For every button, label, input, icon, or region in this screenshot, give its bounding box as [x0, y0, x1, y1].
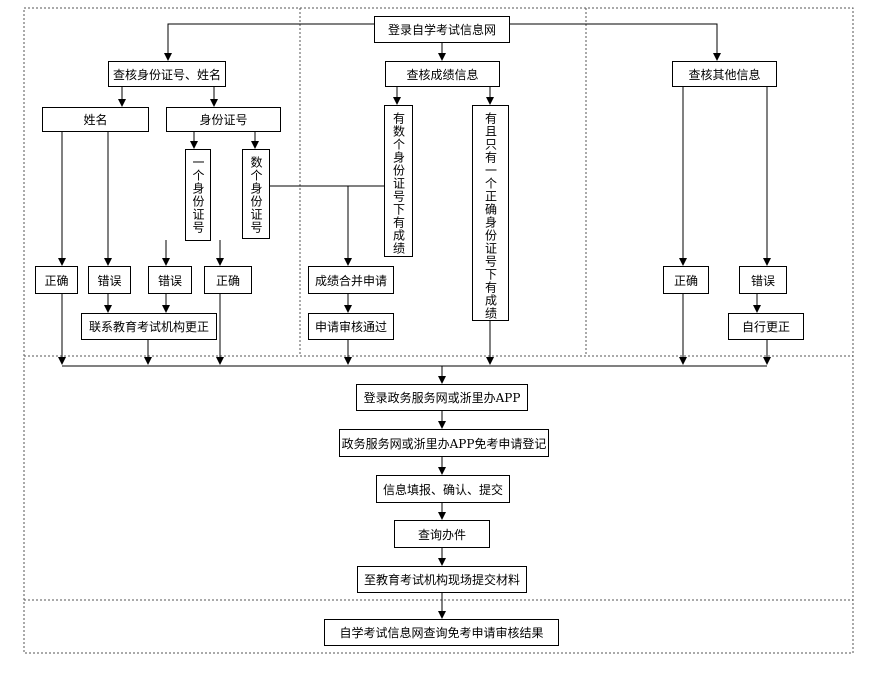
step-exemption-register: 政务服务网或浙里办APP免考申请登记	[339, 429, 549, 457]
step-query-result: 自学考试信息网查询免考申请审核结果	[324, 619, 559, 646]
section-border-outer	[23, 7, 854, 654]
correct-box-2: 正确	[204, 266, 252, 294]
contact-exam-authority-box: 联系教育考试机构更正	[81, 313, 217, 340]
merge-apply-box: 成绩合并申请	[308, 266, 394, 294]
single-score-box: 有且只有一个正确身份证号下有成绩	[472, 105, 509, 321]
check-id-name-box: 查核身份证号、姓名	[108, 61, 226, 87]
step-fill-confirm-submit: 信息填报、确认、提交	[376, 475, 510, 503]
other-correct-box: 正确	[663, 266, 709, 294]
other-wrong-box: 错误	[739, 266, 787, 294]
check-score-box: 查核成绩信息	[385, 61, 500, 87]
step-login-gov-app: 登录政务服务网或浙里办APP	[356, 384, 528, 411]
one-id-box: 一个身份证号	[185, 149, 211, 241]
wrong-box-1: 错误	[88, 266, 131, 294]
apply-approved-box: 申请审核通过	[308, 313, 394, 340]
check-other-box: 查核其他信息	[672, 61, 777, 87]
step-query-case: 查询办件	[394, 520, 490, 548]
multi-id-box: 数个身份证号	[242, 149, 270, 239]
step-submit-materials: 至教育考试机构现场提交材料	[357, 566, 527, 593]
correct-box-1: 正确	[35, 266, 78, 294]
arrow-top-left	[164, 23, 374, 61]
arrow-top-right	[510, 23, 721, 61]
name-box: 姓名	[42, 107, 149, 132]
multi-scores-box: 有数个身份证号下有成绩	[384, 105, 413, 257]
self-correct-box: 自行更正	[728, 313, 804, 340]
id-number-box: 身份证号	[166, 107, 281, 132]
wrong-box-2: 错误	[148, 266, 192, 294]
login-selfstudy-box: 登录自学考试信息网	[374, 16, 510, 43]
